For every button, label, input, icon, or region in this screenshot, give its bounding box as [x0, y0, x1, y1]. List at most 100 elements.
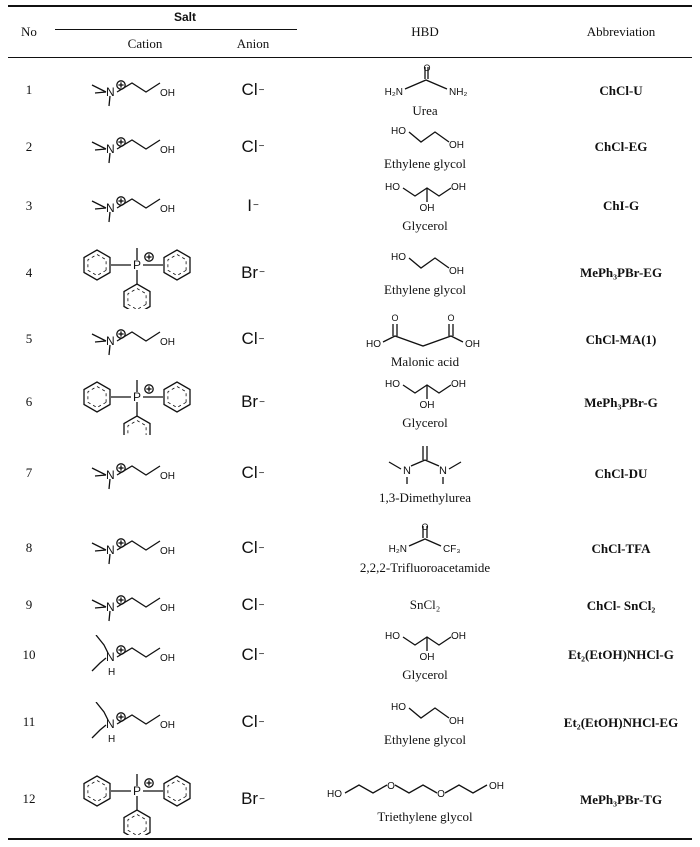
abbreviation: ChCl-TFA	[591, 540, 651, 556]
svg-text:OH: OH	[160, 145, 175, 156]
svg-text:N: N	[106, 85, 115, 99]
table-row: 1 N OH Cl− O H₂N NH₂ Urea ChCl-U	[0, 62, 700, 118]
anion-label: Br	[241, 392, 259, 411]
svg-text:N: N	[439, 465, 447, 477]
svg-text:N: N	[403, 465, 411, 477]
svg-text:P: P	[133, 784, 141, 798]
svg-text:OH: OH	[160, 204, 175, 215]
hbd-cell: HO OH Ethylene glycol	[300, 118, 550, 175]
cation-structure: N OH	[62, 309, 212, 369]
svg-text:HO: HO	[385, 379, 400, 390]
anion-symbol: Cl−	[218, 511, 288, 585]
svg-text:OH: OH	[160, 337, 175, 348]
hbd-cell: HO OH OH Glycerol	[300, 175, 550, 236]
anion-symbol: Cl−	[218, 62, 288, 118]
table-row: 3 N OH I− HO OH OH Glycerol ChI-G	[0, 175, 700, 236]
top-rule	[8, 5, 692, 7]
cation-structure: N OH	[62, 435, 212, 511]
svg-text:OH: OH	[420, 652, 435, 663]
cation-structure: P	[62, 369, 212, 435]
hbd-cell: O H₂N NH₂ Urea	[300, 62, 550, 118]
abbreviation: MePh₃PBr-G	[584, 394, 658, 410]
abbreviation: ChCl-DU	[594, 465, 648, 481]
row-number: 10	[22, 646, 36, 662]
table-row: 10 N H OH Cl− HO OH OH Glycerol Et₂(EtOH…	[0, 625, 700, 684]
hbd-cell: SnCl₂	[300, 585, 550, 625]
cation-structure: N OH	[62, 118, 212, 175]
hbd-structure: O O HO OH	[355, 310, 495, 355]
abbreviation: ChCl-MA(1)	[585, 331, 657, 347]
anion-symbol: Cl−	[218, 585, 288, 625]
hbd-structure: HO OH	[365, 698, 485, 733]
anion-charge: −	[258, 84, 265, 96]
header-no: No	[21, 24, 37, 39]
svg-text:O: O	[387, 781, 395, 792]
header-abbreviation: Abbreviation	[586, 24, 656, 39]
svg-text:OH: OH	[420, 400, 435, 411]
svg-text:HO: HO	[366, 339, 381, 350]
svg-text:O: O	[437, 789, 445, 800]
row-number: 3	[25, 197, 33, 213]
hbd-structure: HO OH OH	[365, 375, 485, 416]
cation-structure: N OH	[62, 511, 212, 585]
anion-charge: −	[258, 333, 265, 345]
svg-text:N: N	[106, 201, 115, 215]
hbd-cell: N N 1,3-Dimethylurea	[300, 435, 550, 511]
table-row: 12 P Br− HO O O OH Triethylene glycol Me…	[0, 760, 700, 838]
anion-symbol: Cl−	[218, 435, 288, 511]
svg-text:P: P	[133, 258, 141, 272]
cation-structure: N OH	[62, 585, 212, 625]
svg-text:H₂N: H₂N	[389, 544, 407, 555]
svg-text:N: N	[106, 543, 115, 557]
anion-charge: −	[258, 467, 265, 479]
cation-structure: N H OH	[62, 625, 212, 684]
anion-label: Cl	[241, 644, 258, 664]
hbd-cell: HO OH OH Glycerol	[300, 625, 550, 684]
anion-symbol: Br−	[218, 760, 288, 838]
svg-text:OH: OH	[160, 546, 175, 557]
row-number: 7	[25, 465, 33, 480]
cation-structure: N H OH	[62, 684, 212, 760]
row-number: 5	[25, 331, 33, 346]
table-row: 8 N OH Cl− O H₂N CF₃ 2,2,2-Trifluoroacet…	[0, 511, 700, 585]
svg-text:OH: OH	[160, 603, 175, 614]
hbd-cell: HO OH OH Glycerol	[300, 369, 550, 435]
anion-symbol: Cl−	[218, 118, 288, 175]
svg-text:HO: HO	[391, 702, 406, 713]
svg-text:CF₃: CF₃	[443, 544, 460, 555]
hbd-name: 1,3-Dimethylurea	[378, 489, 472, 505]
hbd-name: Glycerol	[402, 414, 448, 430]
anion-symbol: I−	[218, 175, 288, 236]
anion-label: Cl	[241, 80, 258, 99]
anion-label: Br	[241, 789, 259, 808]
svg-text:OH: OH	[160, 653, 175, 664]
row-number: 6	[25, 394, 33, 409]
table-row: 4 P Br− HO OH Ethylene glycol MePh₃PBr-E…	[0, 236, 700, 309]
hbd-structure: HO OH OH	[365, 178, 485, 219]
hbd-cell: O O HO OH Malonic acid	[300, 309, 550, 369]
anion-label: Cl	[241, 712, 258, 731]
hbd-name: Malonic acid	[390, 353, 460, 369]
header-cation: Cation	[127, 36, 163, 51]
svg-text:H: H	[108, 734, 115, 742]
table-row: 11 N H OH Cl− HO OH Ethylene glycol Et₂(…	[0, 684, 700, 760]
row-number: 12	[22, 791, 36, 806]
anion-charge: −	[259, 267, 265, 278]
header-anion: Anion	[236, 36, 270, 51]
svg-text:OH: OH	[489, 781, 504, 792]
svg-text:O: O	[421, 522, 428, 532]
anion-symbol: Cl−	[218, 309, 288, 369]
anion-symbol: Cl−	[218, 684, 288, 760]
hbd-name: Triethylene glycol	[377, 808, 473, 824]
anion-symbol: Br−	[218, 236, 288, 309]
anion-symbol: Cl−	[218, 625, 288, 684]
table-row: 2 N OH Cl− HO OH Ethylene glycol ChCl-EG	[0, 118, 700, 175]
svg-text:NH₂: NH₂	[449, 87, 467, 98]
svg-text:HO: HO	[327, 789, 342, 800]
hbd-name: 2,2,2-Trifluoroacetamide	[359, 559, 491, 575]
svg-text:N: N	[106, 468, 115, 482]
hbd-cell: HO OH Ethylene glycol	[300, 236, 550, 309]
table-row: 6 P Br− HO OH OH Glycerol MePh₃PBr-G	[0, 369, 700, 435]
hbd-name: Glycerol	[402, 218, 448, 233]
